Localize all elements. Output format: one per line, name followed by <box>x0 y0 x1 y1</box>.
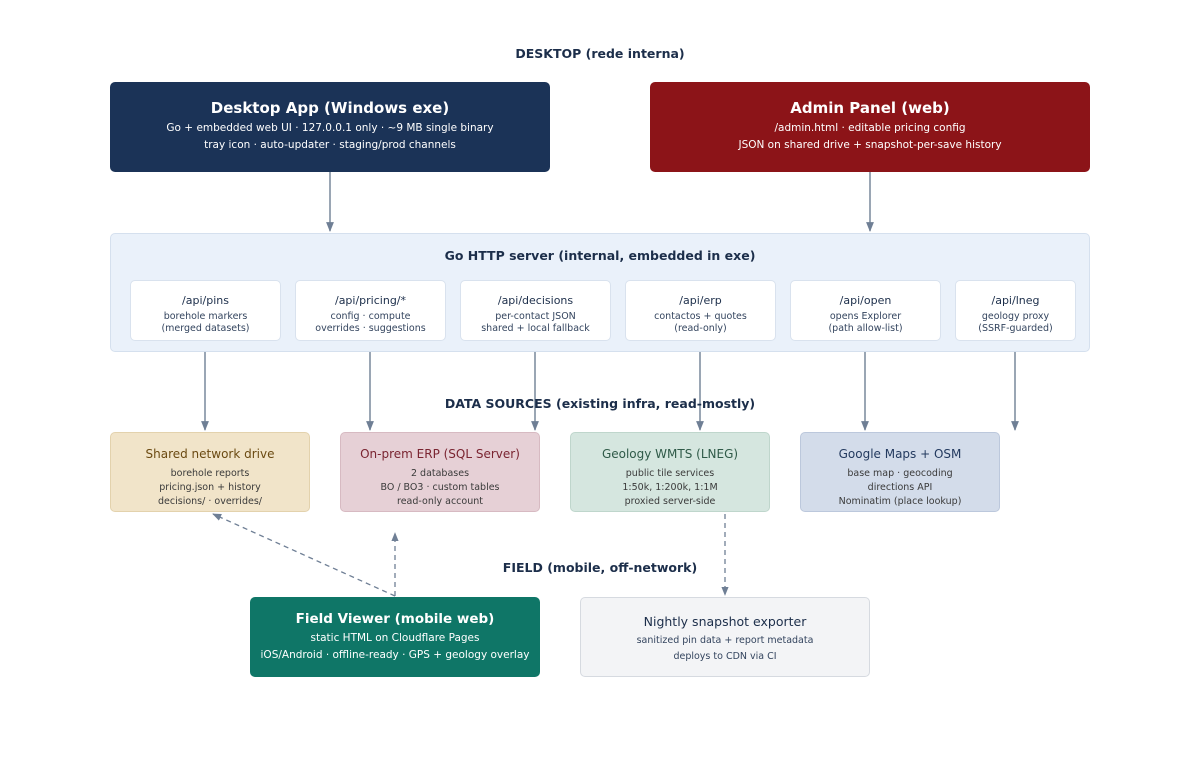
endpoint-pins: /api/pins borehole markers(merged datase… <box>130 280 281 341</box>
source-erp: On-prem ERP (SQL Server) 2 databases BO … <box>340 432 540 512</box>
section-label-data-sources: DATA SOURCES (existing infra, read-mostl… <box>444 396 756 411</box>
endpoint-path: /api/open <box>839 294 892 307</box>
source-line: 1:50k, 1:200k, 1:1M <box>622 482 718 493</box>
endpoint-desc: borehole markers <box>163 311 248 322</box>
endpoint-desc: overrides · suggestions <box>315 323 426 334</box>
endpoint-erp: /api/erp contactos + quotes(read-only) <box>625 280 776 341</box>
section-label-field: FIELD (mobile, off-network) <box>502 560 698 575</box>
desktop-app-title: Desktop App (Windows exe) <box>210 99 450 117</box>
endpoint-path: /api/lneg <box>991 294 1040 307</box>
exporter-title: Nightly snapshot exporter <box>643 614 807 629</box>
admin-panel-title: Admin Panel (web) <box>790 99 950 117</box>
admin-panel-line2: JSON on shared drive + snapshot-per-save… <box>738 139 1002 151</box>
source-google-maps: Google Maps + OSM base map · geocoding d… <box>800 432 1000 512</box>
source-title: Geology WMTS (LNEG) <box>601 447 739 461</box>
dashed-arrow-field-to-drive <box>212 513 396 597</box>
source-line: BO / BO3 · custom tables <box>380 482 500 493</box>
source-line: 2 databases <box>410 468 470 479</box>
admin-panel-box: Admin Panel (web) /admin.html · editable… <box>650 82 1090 172</box>
source-title: On-prem ERP (SQL Server) <box>360 447 520 461</box>
endpoint-desc: config · compute <box>330 311 411 322</box>
desktop-app-box: Desktop App (Windows exe) Go + embedded … <box>110 82 550 172</box>
endpoint-open: /api/open opens Explorer(path allow-list… <box>790 280 941 341</box>
exporter-line1: sanitized pin data + report metadata <box>636 635 814 646</box>
source-line: public tile services <box>625 468 715 479</box>
source-line: borehole reports <box>170 468 250 479</box>
field-viewer-line1: static HTML on Cloudflare Pages <box>310 632 480 644</box>
source-line: proxied server-side <box>624 496 716 507</box>
section-label-desktop: DESKTOP (rede interna) <box>515 46 685 61</box>
endpoint-desc: (path allow-list) <box>828 323 903 334</box>
field-viewer-title: Field Viewer (mobile web) <box>295 611 495 627</box>
source-line: directions API <box>867 482 933 493</box>
source-line: base map · geocoding <box>847 468 953 479</box>
endpoint-desc: geology proxy <box>981 311 1050 322</box>
desktop-app-line2: tray icon · auto-updater · staging/prod … <box>204 139 456 151</box>
endpoint-desc: (SSRF-guarded) <box>978 323 1053 334</box>
admin-panel-line1: /admin.html · editable pricing config <box>774 122 966 134</box>
endpoint-path: /api/erp <box>679 294 722 307</box>
server-title: Go HTTP server (internal, embedded in ex… <box>444 248 756 263</box>
endpoint-desc: opens Explorer <box>829 311 902 322</box>
endpoint-path: /api/decisions <box>497 294 574 307</box>
go-http-server-box: Go HTTP server (internal, embedded in ex… <box>110 233 1090 352</box>
source-line: pricing.json + history <box>159 482 261 493</box>
snapshot-exporter-box: Nightly snapshot exporter sanitized pin … <box>580 597 870 677</box>
source-line: read-only account <box>397 496 483 507</box>
source-geology-wmts: Geology WMTS (LNEG) public tile services… <box>570 432 770 512</box>
source-line: decisions/ · overrides/ <box>158 496 262 507</box>
source-line: Nominatim (place lookup) <box>838 496 962 507</box>
exporter-line2: deploys to CDN via CI <box>673 651 777 662</box>
endpoint-desc: per-contact JSON <box>495 311 576 322</box>
endpoint-desc: (merged datasets) <box>161 323 250 334</box>
endpoint-desc: (read-only) <box>674 323 727 334</box>
endpoint-path: /api/pins <box>182 294 229 307</box>
field-viewer-line2: iOS/Android · offline-ready · GPS + geol… <box>260 649 530 661</box>
endpoint-desc: contactos + quotes <box>654 311 747 322</box>
desktop-app-line1: Go + embedded web UI · 127.0.0.1 only · … <box>166 122 494 134</box>
field-viewer-box: Field Viewer (mobile web) static HTML on… <box>250 597 540 677</box>
source-shared-drive: Shared network drive borehole reports pr… <box>110 432 310 512</box>
source-title: Google Maps + OSM <box>838 447 962 461</box>
endpoint-desc: shared + local fallback <box>481 323 590 334</box>
endpoint-lneg: /api/lneg geology proxy(SSRF-guarded) <box>955 280 1076 341</box>
endpoint-path: /api/pricing/* <box>334 294 407 307</box>
source-title: Shared network drive <box>145 447 275 461</box>
